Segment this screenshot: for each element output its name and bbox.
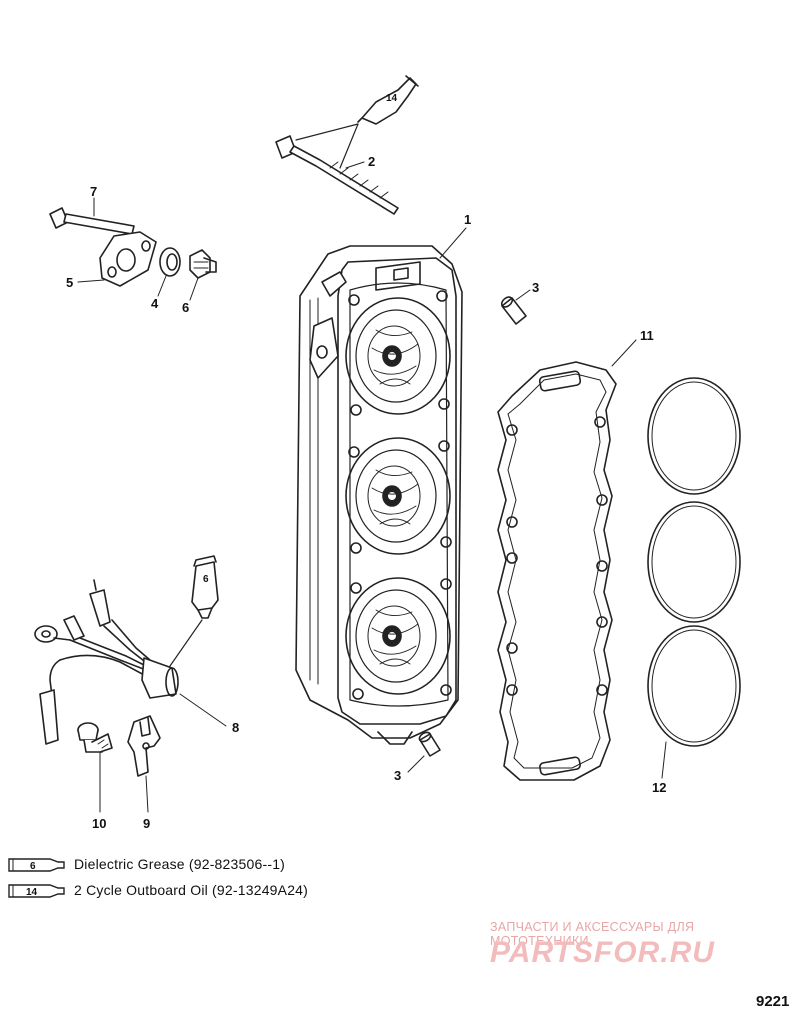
figure-number: 9221 [756,993,790,1010]
dowel-pin-bottom-part [418,731,441,757]
grease-tube-6-icon: 6 [191,555,219,619]
callout-6: 6 [182,300,189,315]
wiring-harness-part [34,579,179,745]
o-rings-part [647,377,741,747]
tube-6-label: 6 [203,574,209,585]
oil-tube-14-icon: 14 [357,75,419,125]
callout-5: 5 [66,275,73,290]
legend-item-oil: 14 2 Cycle Outboard Oil (92-13249A24) [8,880,508,902]
combustion-chamber-3 [345,577,451,695]
legend-text: 2 Cycle Outboard Oil (92-13249A24) [74,882,309,898]
callout-3b: 3 [394,768,401,783]
screw-10-part [77,722,113,753]
callout-3a: 3 [532,280,539,295]
callout-11: 11 [640,328,654,343]
grease-tube-icon: 6 [8,858,65,872]
cylinder-head-part [295,245,463,745]
watermark-tagline: ЗАПЧАСТИ И АКСЕССУАРЫ ДЛЯ МОТОТЕХНИКИ [490,920,695,948]
legend-item-grease: 6 Dielectric Grease (92-823506--1) [8,854,508,876]
callout-4: 4 [151,296,159,311]
legend-text: Dielectric Grease (92-823506--1) [74,856,286,872]
flange-5-part [99,231,157,287]
washer-4-part [159,247,181,277]
callout-8: 8 [232,720,239,735]
long-bolt-part [275,135,399,215]
combustion-chamber-1 [345,297,451,415]
callout-10: 10 [92,816,106,831]
watermark-logo: PARTSFOR.RU [490,936,715,969]
callout-2: 2 [368,154,375,169]
callout-12: 12 [652,780,666,795]
combustion-chamber-2 [345,437,451,555]
fitting-6-part [189,249,217,279]
clip-9-part [127,715,161,777]
oil-tube-icon: 14 [8,884,65,898]
callout-1: 1 [464,212,471,227]
legend-code: 6 [30,861,36,872]
head-gasket-part [497,361,617,781]
legend-code: 14 [26,887,38,898]
callout-7: 7 [90,184,97,199]
bolt-7-part [49,207,135,235]
tube-14-label: 14 [386,93,398,104]
dowel-pin-top-part [500,296,527,325]
callout-9: 9 [143,816,150,831]
